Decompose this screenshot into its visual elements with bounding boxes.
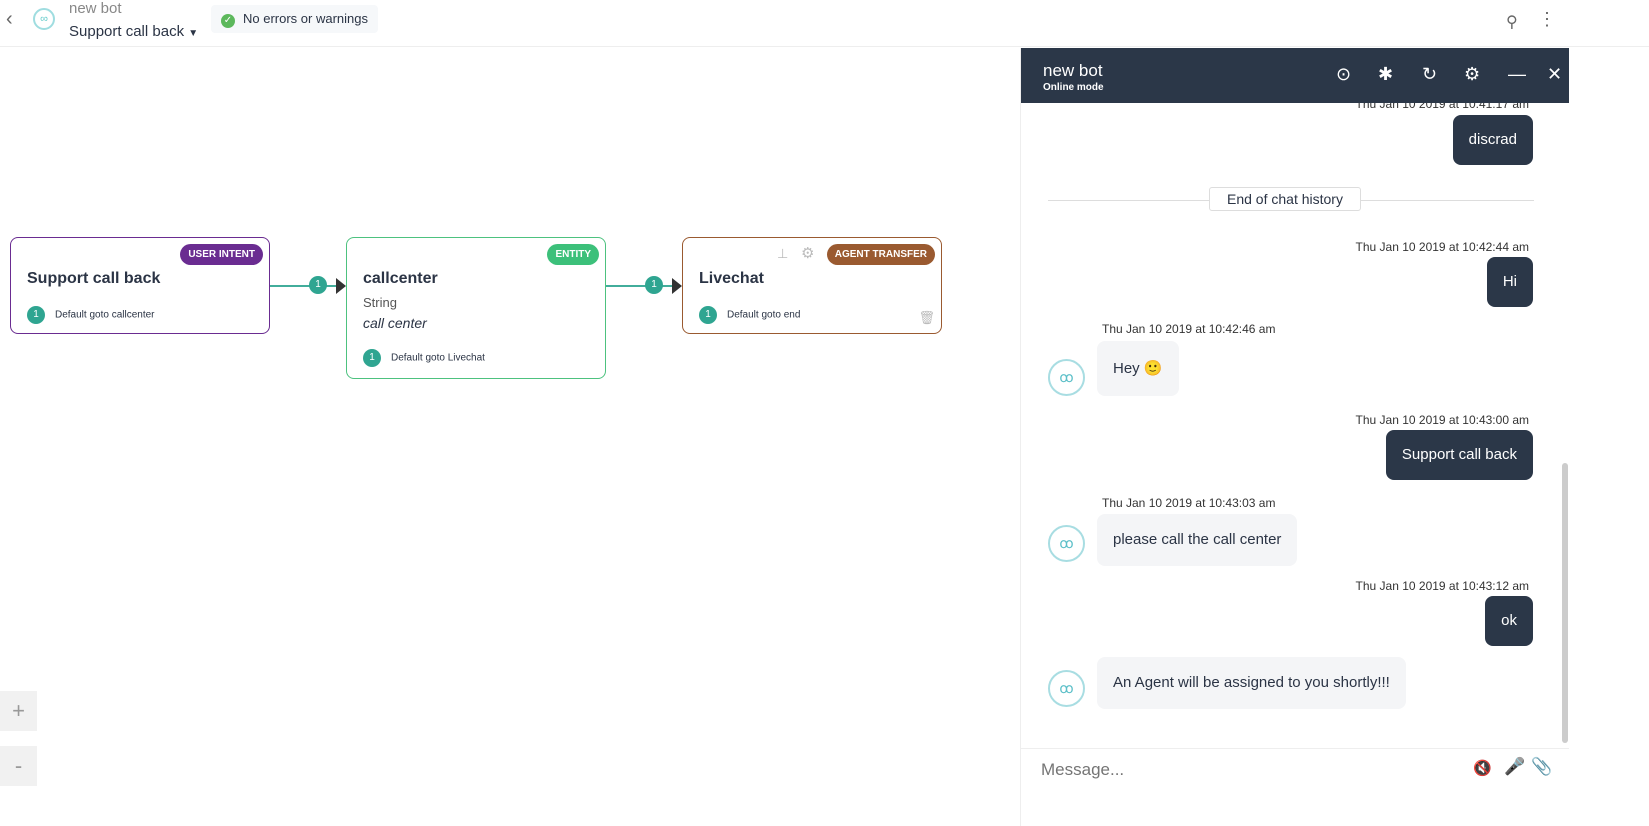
bot-avatar: ꝏ	[1048, 670, 1085, 707]
node-type-badge: AGENT TRANSFER	[826, 244, 935, 265]
back-icon[interactable]: ‹	[6, 8, 13, 30]
gear-icon[interactable]: ⚙	[801, 245, 815, 262]
arrow-icon	[336, 278, 346, 294]
message-list: Thu Jan 10 2019 at 10:41:17 am discrad E…	[1021, 103, 1569, 748]
node-title: Support call back	[27, 270, 161, 287]
edge-label: 1	[309, 276, 327, 294]
message-time: Thu Jan 10 2019 at 10:43:03 am	[1102, 496, 1276, 510]
record-icon[interactable]: ⊙	[1336, 64, 1352, 84]
trash-icon[interactable]: 🗑	[918, 310, 935, 325]
minimize-icon[interactable]: —	[1508, 64, 1526, 84]
message-time: Thu Jan 10 2019 at 10:43:12 am	[1355, 579, 1529, 593]
arrow-icon	[672, 278, 682, 294]
chat-header: new bot Online mode ⊙ ✱ ↻ ⚙ — ✕	[1021, 48, 1569, 103]
check-icon: ✓	[221, 14, 235, 28]
settings-icon[interactable]: ⚙	[1464, 64, 1481, 84]
more-icon[interactable]: ⋮	[1538, 9, 1556, 29]
composer: 🔇 🎤 📎	[1021, 748, 1569, 826]
node-title: Livechat	[699, 270, 764, 287]
message-input[interactable]	[1041, 757, 1441, 783]
chat-panel: new bot Online mode ⊙ ✱ ↻ ⚙ — ✕ Thu Jan …	[1020, 48, 1569, 826]
microphone-icon[interactable]: 🎤	[1504, 757, 1526, 776]
user-message: ok	[1485, 596, 1533, 646]
refresh-icon[interactable]: ↻	[1422, 64, 1438, 84]
user-message: Support call back	[1385, 430, 1533, 480]
hierarchy-icon[interactable]: ⊥	[777, 246, 789, 261]
message-time: Thu Jan 10 2019 at 10:42:44 am	[1355, 240, 1529, 254]
chat-title: new bot	[1043, 61, 1103, 80]
message-time: Thu Jan 10 2019 at 10:43:00 am	[1355, 413, 1529, 427]
status-badge: ✓ No errors or warnings	[211, 5, 378, 33]
bot-name: new bot	[69, 0, 122, 17]
zoom-out-button[interactable]: -	[0, 746, 37, 786]
flow-edge	[606, 285, 672, 287]
bot-avatar: ꝏ	[1048, 525, 1085, 562]
bot-message: Hey 🙂	[1097, 341, 1179, 396]
entity-value: call center	[363, 315, 427, 331]
node-type-badge: ENTITY	[547, 244, 599, 265]
mute-icon[interactable]: 🔇	[1473, 760, 1492, 777]
zoom-in-button[interactable]: +	[0, 691, 37, 731]
scrollbar[interactable]	[1562, 463, 1568, 743]
bot-logo-icon: ∞	[33, 8, 55, 30]
user-message: Hi	[1486, 257, 1533, 307]
bot-message: An Agent will be assigned to you shortly…	[1097, 657, 1406, 709]
status-text: No errors or warnings	[243, 11, 368, 26]
flow-edge	[270, 285, 336, 287]
bot-message: please call the call center	[1097, 514, 1298, 566]
flow-selector[interactable]: Support call back ▼	[69, 23, 198, 40]
close-icon[interactable]: ✕	[1547, 64, 1563, 84]
user-message: discrad	[1452, 115, 1533, 165]
edge-label: 1	[645, 276, 663, 294]
end-of-history-label: End of chat history	[1209, 187, 1361, 211]
caret-down-icon: ▼	[188, 28, 199, 39]
node-title: callcenter	[363, 270, 438, 287]
search-icon[interactable]: ⚲	[1506, 14, 1518, 31]
flow-name: Support call back	[69, 23, 185, 40]
bug-icon[interactable]: ✱	[1378, 64, 1394, 84]
attachment-icon[interactable]: 📎	[1531, 757, 1553, 776]
top-bar: ‹ ∞ new bot Support call back ▼ ✓ No erro…	[0, 0, 1649, 47]
chat-subtitle: Online mode	[1043, 82, 1104, 93]
message-time: Thu Jan 10 2019 at 10:41:17 am	[1355, 103, 1529, 111]
node-type-badge: USER INTENT	[180, 244, 263, 265]
bot-avatar: ꝏ	[1048, 359, 1085, 396]
message-time: Thu Jan 10 2019 at 10:42:46 am	[1102, 322, 1276, 336]
entity-type: String	[363, 295, 397, 310]
